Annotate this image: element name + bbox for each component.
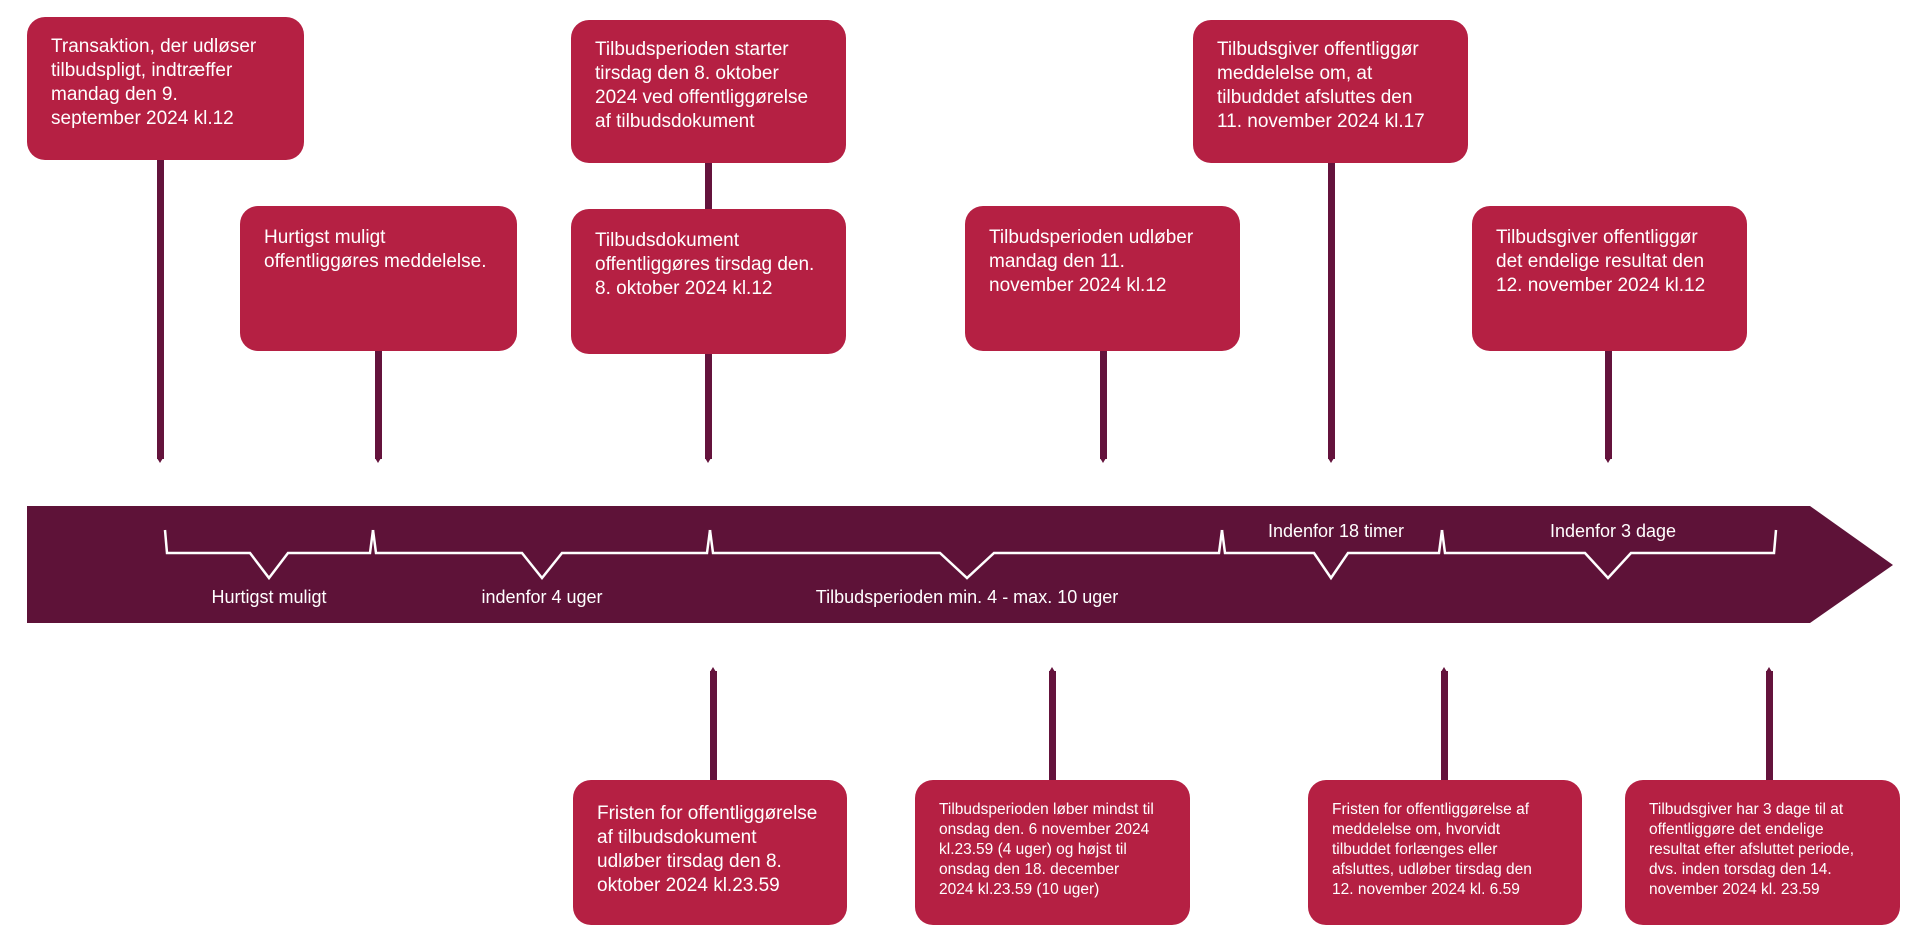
connector: [1100, 351, 1107, 459]
bracket-18-timer: [1220, 529, 1444, 581]
connector: [157, 160, 164, 459]
event-tilbudsperiode-udloeb: Tilbudsperioden udløber mandag den 11. n…: [965, 206, 1240, 351]
label-indenfor-18-timer: Indenfor 18 timer: [1267, 521, 1405, 541]
deadline-resultat: Tilbudsgiver har 3 dage til at offentlig…: [1625, 780, 1900, 925]
bracket-hurtigst: [163, 529, 375, 581]
event-afslutning-meddelelse: Tilbudsgiver offentliggør meddelelse om,…: [1193, 20, 1468, 163]
event-endeligt-resultat: Tilbudsgiver offentliggør det endelige r…: [1472, 206, 1747, 351]
deadline-forlaengelse: Fristen for offentliggørelse af meddelel…: [1308, 780, 1582, 925]
label-indenfor-3-dage: Indenfor 3 dage: [1549, 521, 1677, 541]
event-tilbudsperiode-start: Tilbudsperioden starter tirsdag den 8. o…: [571, 20, 846, 163]
connector: [1328, 163, 1335, 459]
connector: [1766, 671, 1773, 781]
event-tilbudsdokument: Tilbudsdokument offentliggøres tirsdag d…: [571, 209, 846, 354]
deadline-tilbudsperiode: Tilbudsperioden løber mindst til onsdag …: [915, 780, 1190, 925]
bracket-4-uger: [371, 529, 712, 581]
event-transaktion: Transaktion, der udløser tilbudspligt, i…: [27, 17, 304, 160]
event-meddelelse: Hurtigst muligt offentliggøres meddelels…: [240, 206, 517, 351]
bracket-3-dage: [1440, 529, 1778, 580]
bracket-tilbudsperiode: [708, 529, 1224, 580]
connector: [1441, 671, 1448, 781]
connector: [375, 351, 382, 459]
deadline-tilbudsdokument: Fristen for offentliggørelse af tilbudsd…: [573, 780, 847, 925]
arrow-bar: [27, 506, 1893, 623]
connector: [1049, 671, 1056, 781]
label-tilbudsperiode: Tilbudsperioden min. 4 - max. 10 uger: [815, 587, 1119, 607]
label-indenfor-4-uger: indenfor 4 uger: [481, 587, 603, 607]
label-hurtigst-muligt: Hurtigst muligt: [211, 587, 327, 607]
connector: [1605, 351, 1612, 459]
connector: [710, 671, 717, 781]
